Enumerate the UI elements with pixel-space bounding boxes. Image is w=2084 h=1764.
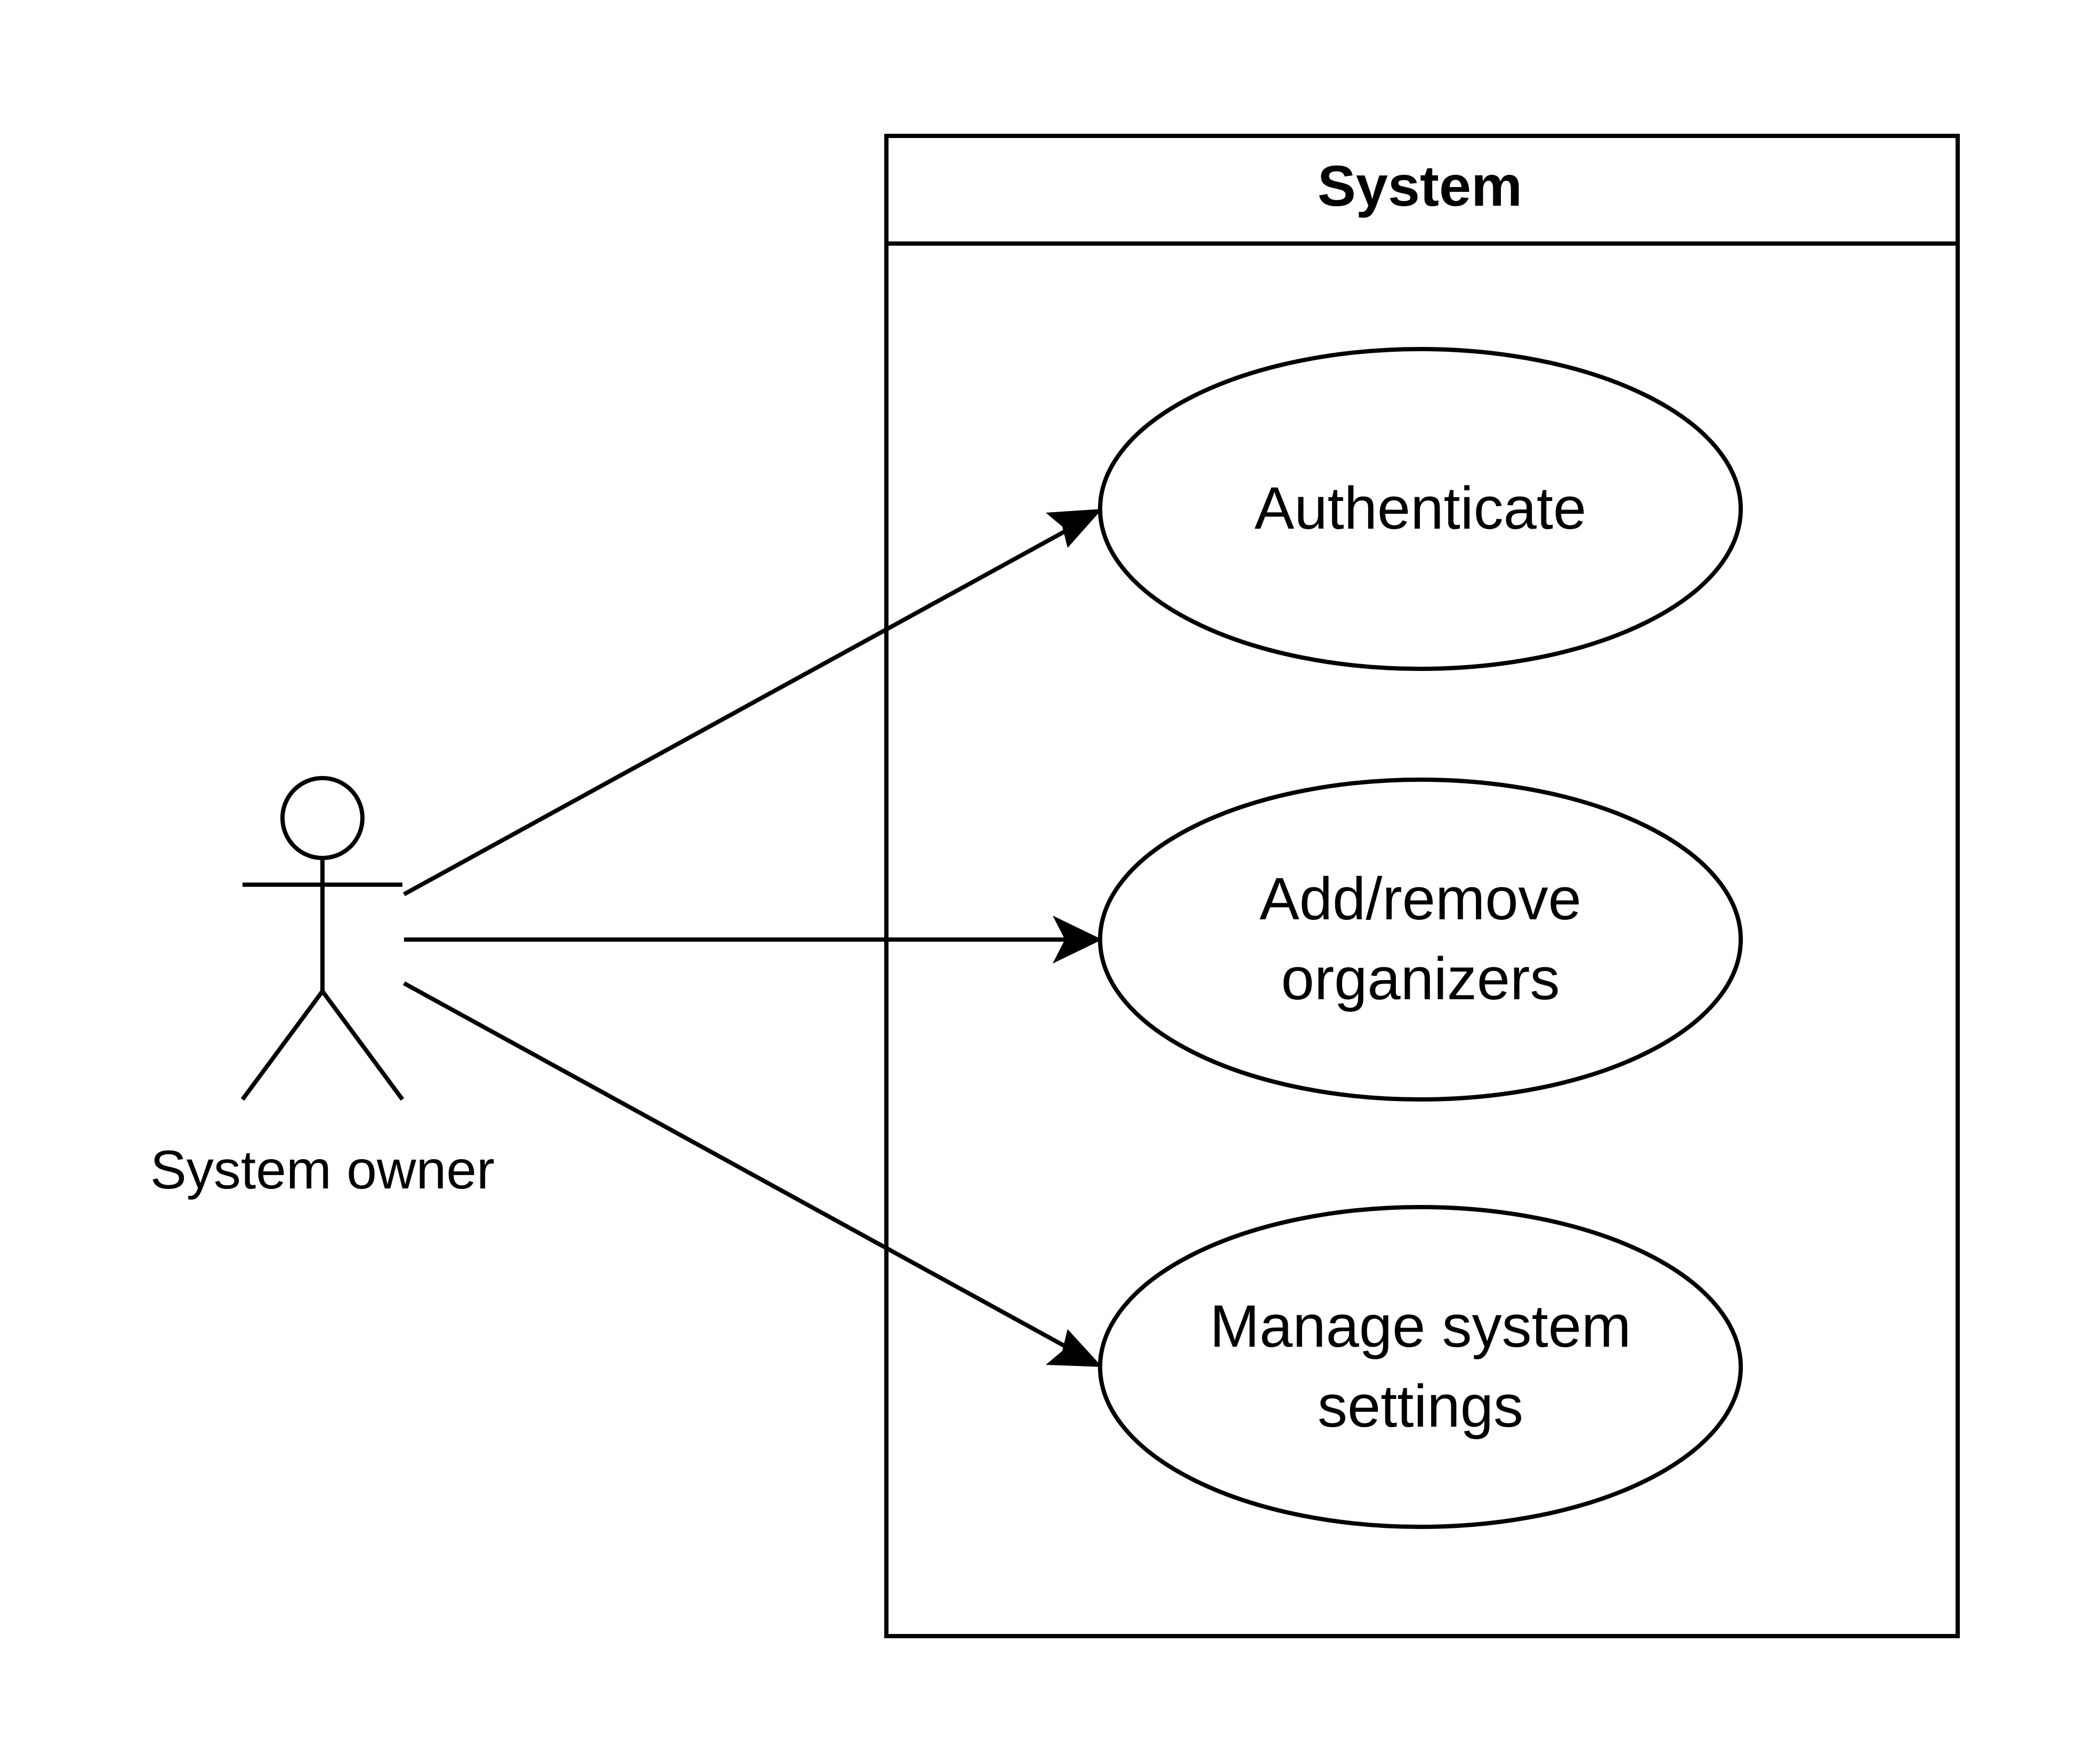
use-case-manage-system-settings[interactable]: Manage system settings — [1098, 1205, 1743, 1529]
association-arrow-authenticate[interactable] — [403, 523, 1078, 896]
use-case-label: settings — [1318, 1373, 1523, 1439]
actor-system-owner[interactable]: System owner — [150, 776, 495, 1200]
actor-left-leg — [240, 990, 325, 1101]
use-case-label: organizers — [1281, 945, 1560, 1012]
actor-label: System owner — [150, 1139, 495, 1200]
arrowhead-add-remove-organizers — [1053, 916, 1102, 964]
association-arrow-manage-system-settings[interactable] — [403, 981, 1078, 1355]
use-case-authenticate[interactable]: Authenticate — [1098, 347, 1743, 671]
use-case-label: Add/remove — [1259, 865, 1581, 932]
actor-head — [280, 776, 365, 860]
use-case-ellipse — [1098, 778, 1743, 1102]
use-case-ellipse — [1098, 1205, 1743, 1529]
use-case-ellipse — [1098, 347, 1743, 671]
arrowhead-manage-system-settings — [1046, 1329, 1102, 1367]
system-boundary-frame — [884, 134, 1960, 1638]
actor-right-leg — [320, 990, 405, 1101]
system-boundary[interactable]: System — [884, 134, 1960, 1638]
use-case-label: Manage system — [1210, 1293, 1631, 1360]
use-case-add-remove-organizers[interactable]: Add/remove organizers — [1098, 778, 1743, 1102]
associations — [403, 509, 1102, 1367]
system-title: System — [1318, 153, 1522, 218]
stick-figure-icon — [240, 776, 405, 1101]
arrowhead-authenticate — [1046, 509, 1102, 548]
use-case-label: Authenticate — [1255, 475, 1587, 541]
